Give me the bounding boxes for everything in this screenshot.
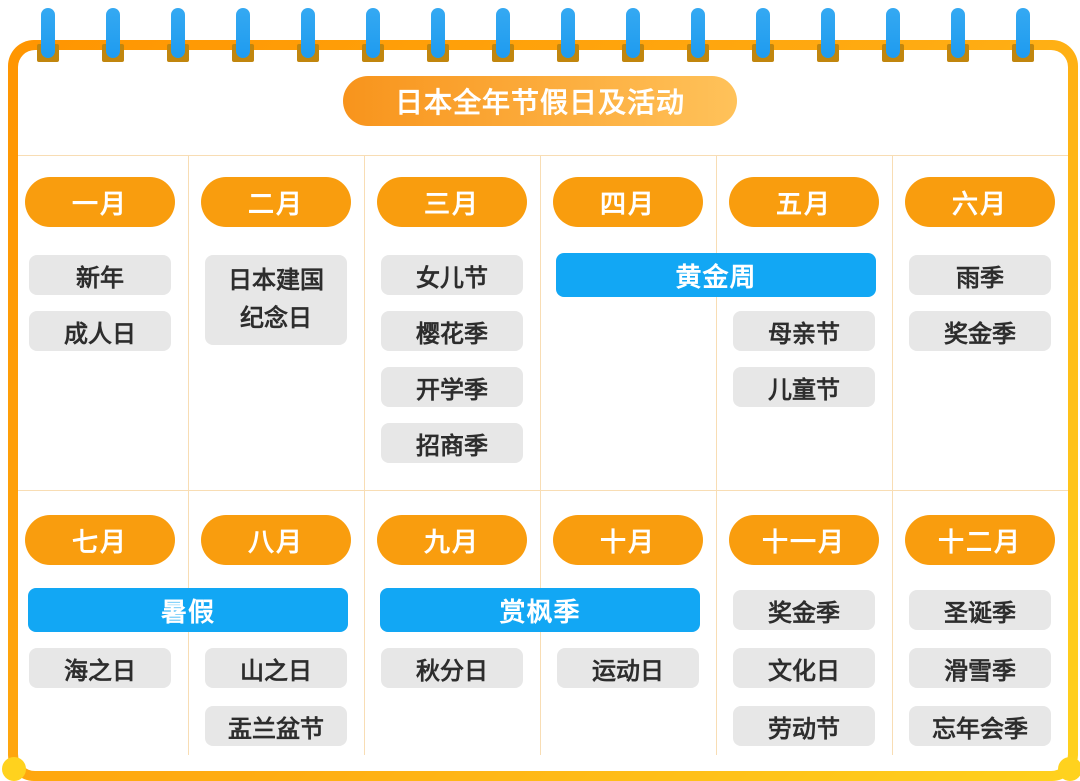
binder-pin-icon	[756, 8, 770, 58]
binder-pin-icon	[1016, 8, 1030, 58]
binder-pin-icon	[301, 8, 315, 58]
corner-dot-icon	[2, 757, 26, 781]
month-pill-december: 十二月	[905, 515, 1055, 565]
binder-pin-icon	[171, 8, 185, 58]
grid-line-horizontal	[18, 490, 1068, 491]
binder-pin-icon	[496, 8, 510, 58]
event-chip: 日本建国纪念日	[205, 255, 347, 345]
binder-pin	[425, 0, 451, 66]
event-chip: 劳动节	[733, 706, 875, 746]
event-chip: 秋分日	[381, 648, 523, 688]
month-pill-april: 四月	[553, 177, 703, 227]
binder-pin	[685, 0, 711, 66]
event-chip: 母亲节	[733, 311, 875, 351]
grid-line-vertical	[188, 155, 189, 755]
event-chip: 奖金季	[909, 311, 1051, 351]
month-pill-june: 六月	[905, 177, 1055, 227]
binder-pin	[35, 0, 61, 66]
season-banner-maple-viewing: 赏枫季	[380, 588, 700, 632]
month-pill-september: 九月	[377, 515, 527, 565]
grid-line-horizontal	[18, 155, 1068, 156]
binder-pin	[360, 0, 386, 66]
season-banner-summer-vacation: 暑假	[28, 588, 348, 632]
event-chip: 奖金季	[733, 590, 875, 630]
binder-pin	[490, 0, 516, 66]
binder-pin-icon	[366, 8, 380, 58]
binder-pin-icon	[691, 8, 705, 58]
binder-pin	[100, 0, 126, 66]
event-chip: 开学季	[381, 367, 523, 407]
event-chip: 圣诞季	[909, 590, 1051, 630]
binder-pin-icon	[106, 8, 120, 58]
month-pill-february: 二月	[201, 177, 351, 227]
binder-pin	[945, 0, 971, 66]
event-chip: 女儿节	[381, 255, 523, 295]
month-pill-january: 一月	[25, 177, 175, 227]
binder-pin	[620, 0, 646, 66]
event-chip: 盂兰盆节	[205, 706, 347, 746]
month-pill-march: 三月	[377, 177, 527, 227]
binder-pin	[165, 0, 191, 66]
page-title: 日本全年节假日及活动	[343, 76, 737, 126]
event-chip: 雨季	[909, 255, 1051, 295]
event-chip: 运动日	[557, 648, 699, 688]
binder-pin-icon	[41, 8, 55, 58]
season-banner-golden-week: 黄金周	[556, 253, 876, 297]
binder-pin-icon	[821, 8, 835, 58]
event-chip: 忘年会季	[909, 706, 1051, 746]
event-chip: 招商季	[381, 423, 523, 463]
binder-pin-icon	[626, 8, 640, 58]
month-pill-october: 十月	[553, 515, 703, 565]
event-chip: 山之日	[205, 648, 347, 688]
event-chip: 滑雪季	[909, 648, 1051, 688]
binder-pin	[880, 0, 906, 66]
notebook-page	[18, 50, 1068, 771]
month-pill-july: 七月	[25, 515, 175, 565]
event-chip: 成人日	[29, 311, 171, 351]
binder-pin-icon	[236, 8, 250, 58]
binder-pin-icon	[951, 8, 965, 58]
binder-pin	[1010, 0, 1036, 66]
notebook-page-border	[8, 40, 1078, 781]
binder-pin	[555, 0, 581, 66]
grid-line-vertical	[716, 155, 717, 755]
event-chip: 樱花季	[381, 311, 523, 351]
month-pill-may: 五月	[729, 177, 879, 227]
month-pill-august: 八月	[201, 515, 351, 565]
corner-dot-icon	[1058, 757, 1080, 781]
event-chip: 儿童节	[733, 367, 875, 407]
binder-pin-icon	[886, 8, 900, 58]
binder-pin-icon	[561, 8, 575, 58]
binder-pin	[295, 0, 321, 66]
binder-pin-icon	[431, 8, 445, 58]
binder-pin	[815, 0, 841, 66]
grid-line-vertical	[540, 155, 541, 755]
grid-line-vertical	[892, 155, 893, 755]
event-chip: 海之日	[29, 648, 171, 688]
binder-pin	[230, 0, 256, 66]
binder-pin	[750, 0, 776, 66]
event-chip: 新年	[29, 255, 171, 295]
month-pill-november: 十一月	[729, 515, 879, 565]
event-chip: 文化日	[733, 648, 875, 688]
grid-line-vertical	[364, 155, 365, 755]
